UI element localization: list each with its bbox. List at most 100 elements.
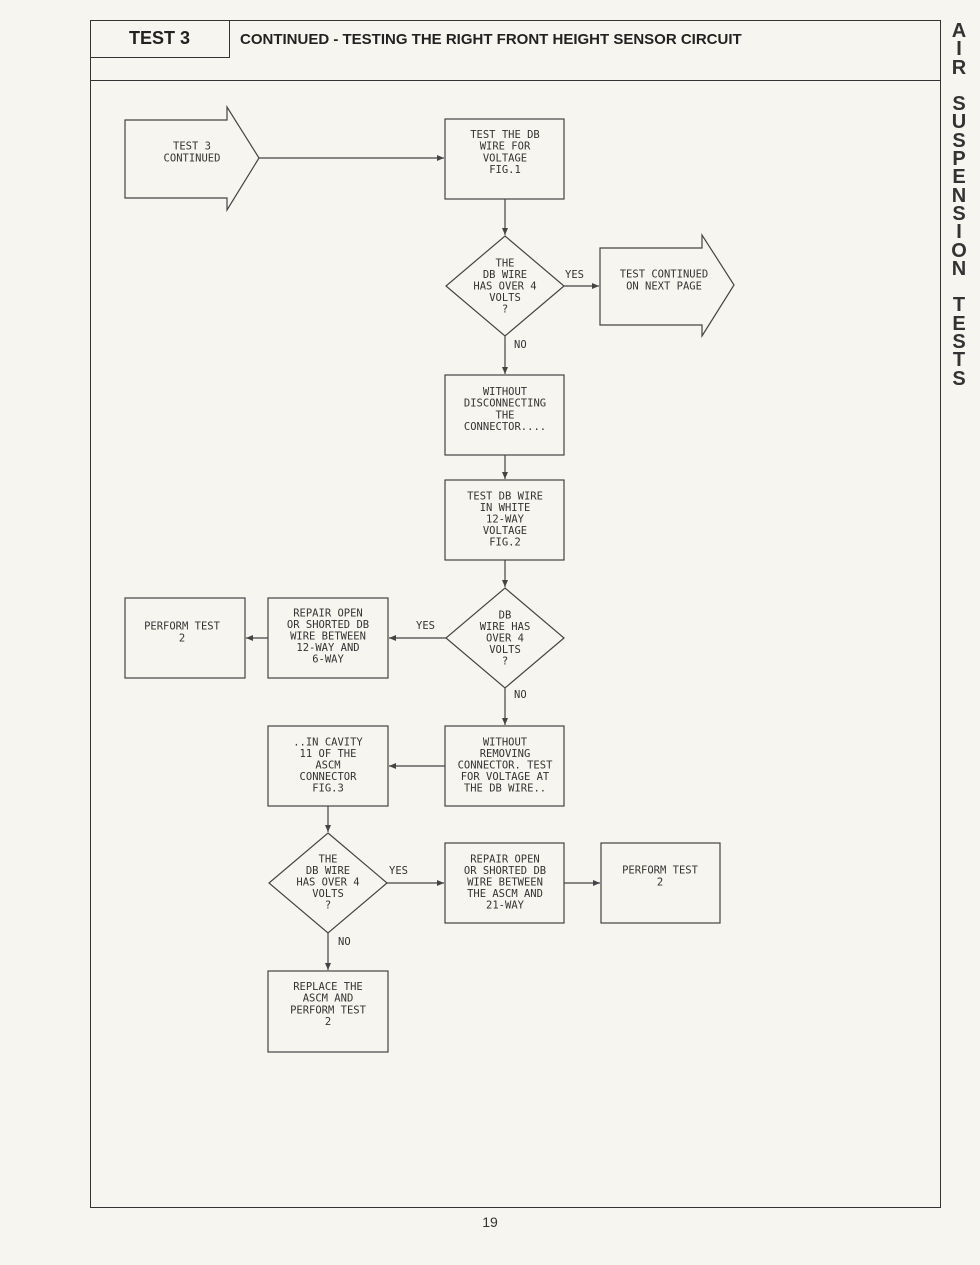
node-text-line: ? [502, 304, 508, 316]
page-title: CONTINUED - TESTING THE RIGHT FRONT HEIG… [240, 31, 742, 48]
node-text-line: DB WIRE [306, 865, 350, 877]
side-title-letter: T [952, 349, 966, 372]
node-text-line: DB [499, 609, 512, 621]
node-text-line: WITHOUT [483, 736, 528, 748]
node-text-line: THE DB WIRE.. [464, 783, 546, 795]
node-text-line: FIG.2 [489, 537, 521, 549]
node-text-line: HAS OVER 4 [473, 281, 536, 293]
node-text-line: ? [325, 900, 331, 912]
node-text-line: CONNECTOR [300, 771, 358, 783]
side-title-letter: N [951, 257, 967, 280]
side-title-letter: E [952, 166, 966, 189]
node-text-line: 2 [325, 1016, 331, 1028]
node-text-line: REPLACE THE [293, 981, 363, 993]
start-arrow-shape [124, 104, 260, 213]
node-text-line: FIG.3 [312, 783, 344, 795]
node-text-line: THE ASCM AND [467, 888, 543, 900]
node-text-line: ASCM AND [303, 993, 354, 1005]
node-text-line: WITHOUT [483, 386, 528, 398]
node-text-line: TEST DB WIRE [467, 490, 543, 502]
page-number: 19 [482, 1214, 498, 1230]
next-page-arrow-shape [599, 232, 735, 339]
node-text-line: CONNECTOR. TEST [458, 760, 554, 772]
node-text-line: 21-WAY [486, 900, 525, 912]
no-label: NO [514, 339, 527, 351]
no-label: NO [338, 936, 351, 948]
node-text-line: CONNECTOR.... [464, 421, 546, 433]
side-title-letter: U [951, 111, 967, 134]
node-text-line: WIRE BETWEEN [467, 877, 543, 889]
node-text-line: PERFORM TEST [144, 621, 221, 633]
node-text-line: PERFORM TEST [290, 1004, 367, 1016]
test-label: TEST 3 [90, 20, 230, 58]
node-text-line: PERFORM TEST [622, 865, 699, 877]
node-text-line: IN WHITE [480, 502, 531, 514]
header-row [90, 20, 941, 81]
node-text-line: 12-WAY AND [296, 642, 359, 654]
page-frame [90, 20, 941, 1208]
no-label: NO [514, 689, 527, 701]
node-text-line: OVER 4 [486, 633, 524, 645]
side-title-letter: I [956, 38, 962, 61]
node-text-line: VOLTS [489, 292, 521, 304]
node-text-line: ? [502, 656, 508, 668]
perform-1-box [124, 597, 246, 679]
node-text-line: DB WIRE [483, 269, 527, 281]
node-text-line: VOLTAGE [483, 152, 527, 164]
yes-label: YES [416, 620, 435, 632]
node-text-line: WIRE BETWEEN [290, 631, 366, 643]
node-text-line: WIRE HAS [480, 621, 531, 633]
side-title-letter: S [952, 202, 966, 225]
replace-box [267, 970, 389, 1053]
side-title-letter: N [951, 184, 967, 207]
node-text-line: 2 [179, 632, 185, 644]
node-text-line: TEST 3 [173, 141, 211, 153]
node-text-line: HAS OVER 4 [296, 877, 359, 889]
node-text-line: THE [496, 257, 515, 269]
node-text-line: ..IN CAVITY [293, 736, 363, 748]
node-text-line: VOLTS [312, 888, 344, 900]
node-text-line: CONTINUED [164, 152, 221, 164]
side-title-letter: S [952, 129, 966, 152]
node-text-line: TEST CONTINUED [620, 269, 709, 281]
yes-label: YES [389, 865, 408, 877]
node-text-line: REPAIR OPEN [293, 607, 363, 619]
yes-label: YES [565, 269, 584, 281]
side-title-letter: I [956, 221, 962, 244]
node-text-line: REPAIR OPEN [470, 853, 540, 865]
node-text-line: 6-WAY [312, 654, 344, 666]
side-title-letter: E [952, 312, 966, 335]
node-text-line: ASCM [315, 760, 340, 772]
node-text-line: 11 OF THE [300, 748, 357, 760]
side-title-letter: P [952, 148, 966, 171]
perform-2-box [600, 842, 721, 924]
node-text-line: TEST THE DB [470, 129, 540, 141]
node-text-line: DISCONNECTING [464, 398, 546, 410]
node-text-line: REMOVING [480, 748, 531, 760]
node-text-line: 12-WAY [486, 514, 525, 526]
node-text-line: FIG.1 [489, 164, 521, 176]
node-text-line: WIRE FOR [480, 141, 531, 153]
side-title-letter: A [951, 20, 967, 42]
side-title-letter: S [952, 331, 966, 354]
node-text-line: VOLTS [489, 644, 521, 656]
node-text-line: VOLTAGE [483, 525, 527, 537]
node-text-line: ON NEXT PAGE [626, 280, 702, 292]
node-text-line: THE [496, 409, 515, 421]
side-title-letter: S [952, 93, 966, 116]
node-text-line: OR SHORTED DB [464, 865, 546, 877]
